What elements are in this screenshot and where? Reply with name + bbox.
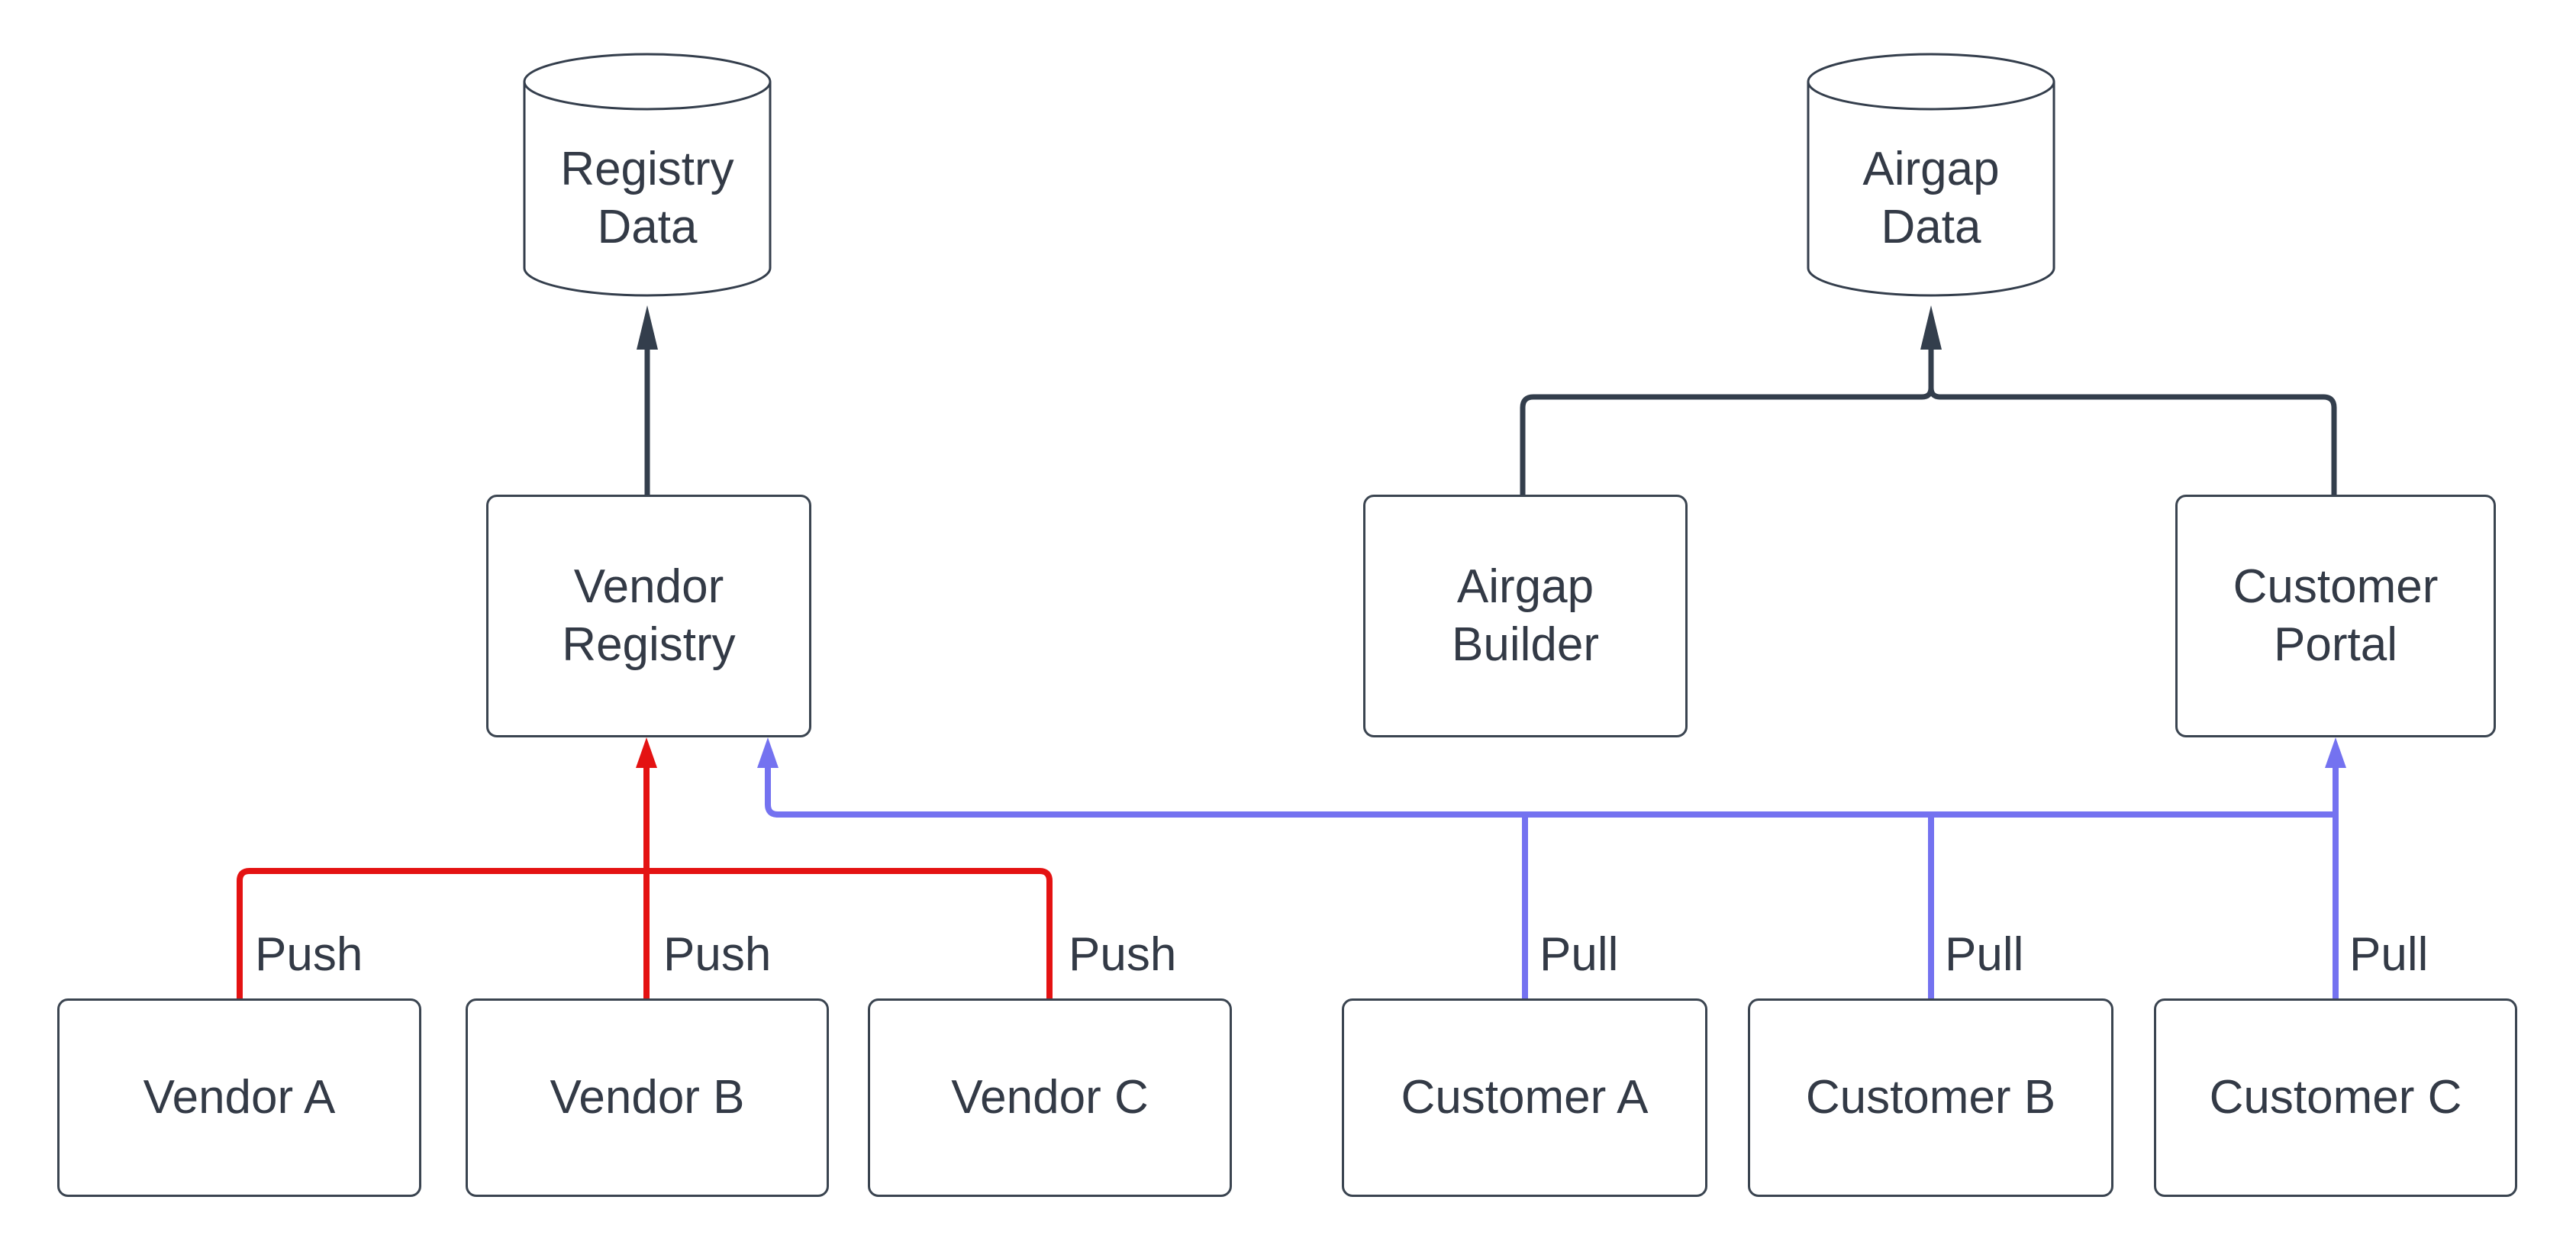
- node-registry-data-label-line2: Data: [597, 201, 698, 253]
- edge-label-pull-customer-b: Pull: [1945, 928, 2024, 981]
- edge-label-pull-customer-c: Pull: [2349, 928, 2429, 981]
- node-customer-b: Customer B: [1748, 998, 2113, 1197]
- node-airgap-builder: Airgap Builder: [1363, 495, 1688, 737]
- edge-vendor-registry-to-registry-data: [637, 305, 658, 495]
- node-customer-portal-label-line1: Customer: [2233, 560, 2439, 613]
- edge-label-push-vendor-a: Push: [255, 928, 363, 981]
- node-airgap-data-label-line1: Airgap: [1862, 143, 2000, 195]
- node-vendor-a-label: Vendor A: [143, 1071, 336, 1124]
- node-customer-portal-label-line2: Portal: [2274, 618, 2397, 671]
- edge-customer-portal-to-airgap-data: [1920, 305, 2337, 495]
- node-customer-a-label: Customer A: [1401, 1071, 1649, 1124]
- node-vendor-a: Vendor A: [57, 998, 421, 1197]
- edge-label-push-vendor-c: Push: [1069, 928, 1177, 981]
- node-customer-a: Customer A: [1342, 998, 1707, 1197]
- arrowhead-pull-vendor-registry: [757, 737, 779, 768]
- node-customer-c-label: Customer C: [2209, 1071, 2462, 1124]
- node-airgap-builder-label-line1: Airgap: [1456, 560, 1594, 613]
- node-vendor-b-label: Vendor B: [550, 1071, 745, 1124]
- arrowhead-push-vendor-registry: [636, 737, 657, 768]
- node-vendor-registry-label-line2: Registry: [562, 618, 736, 671]
- cylinder-airgap-data-shape: [1807, 53, 2055, 297]
- arrowhead-registry-data: [637, 305, 658, 350]
- node-airgap-data: Airgap Data: [1808, 140, 2054, 256]
- arrowhead-pull-customer-portal: [2325, 737, 2346, 768]
- cylinder-registry-data-shape: [523, 53, 772, 297]
- node-vendor-registry-label-line1: Vendor: [573, 560, 724, 613]
- node-registry-data-label-line1: Registry: [560, 143, 734, 195]
- edge-label-pull-customer-a: Pull: [1539, 928, 1619, 981]
- node-customer-c: Customer C: [2154, 998, 2517, 1197]
- node-airgap-data-label-line2: Data: [1881, 201, 1981, 253]
- node-vendor-c: Vendor C: [868, 998, 1232, 1197]
- node-registry-data: Registry Data: [524, 140, 770, 256]
- edge-airgap-builder-to-airgap-data: [1520, 348, 1934, 495]
- node-customer-portal: Customer Portal: [2175, 495, 2496, 737]
- node-airgap-builder-label-line2: Builder: [1452, 618, 1599, 671]
- node-vendor-c-label: Vendor C: [951, 1071, 1149, 1124]
- node-customer-b-label: Customer B: [1805, 1071, 2056, 1124]
- edge-label-push-vendor-b: Push: [663, 928, 772, 981]
- arrowhead-airgap-data: [1920, 305, 1942, 350]
- node-vendor-b: Vendor B: [466, 998, 829, 1197]
- edge-vendors-push-bus: [237, 737, 1053, 998]
- node-vendor-registry: Vendor Registry: [486, 495, 811, 737]
- edge-customers-pull-bus: [757, 737, 2346, 998]
